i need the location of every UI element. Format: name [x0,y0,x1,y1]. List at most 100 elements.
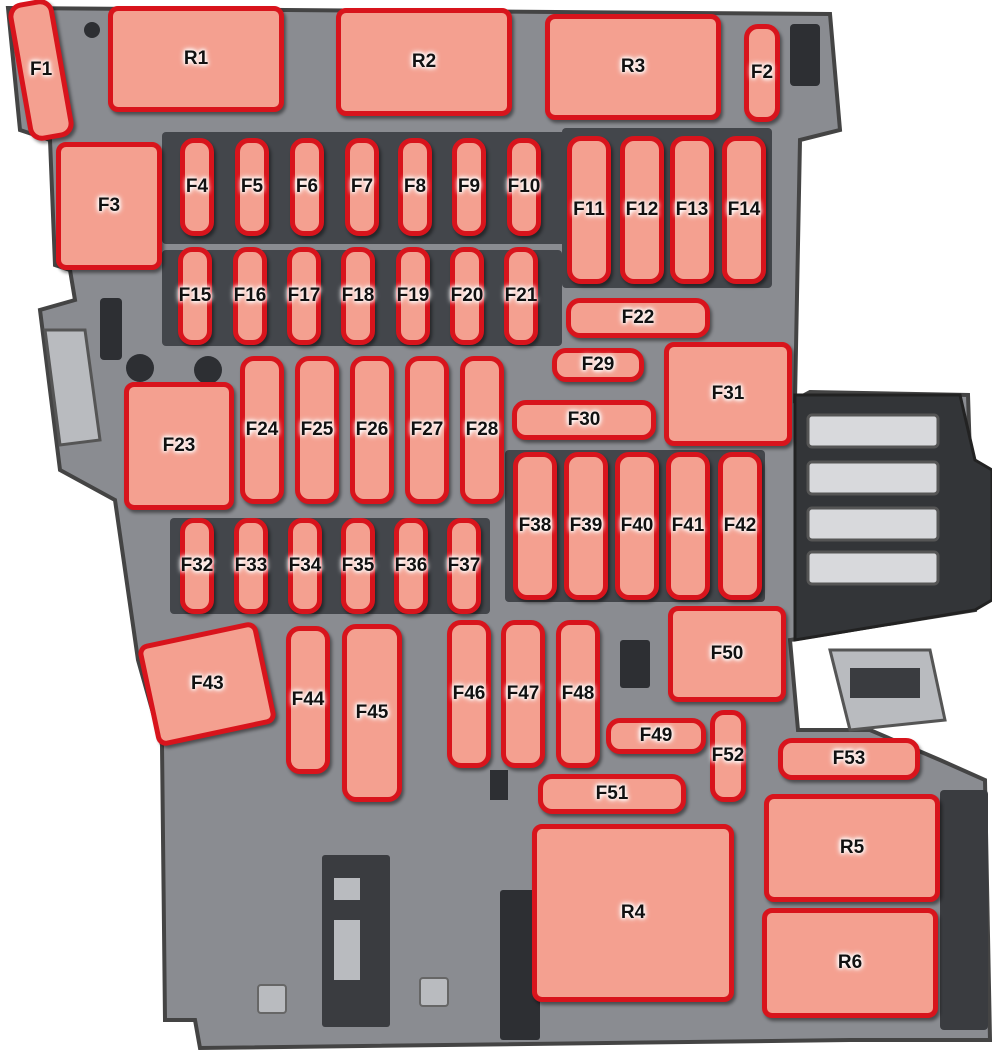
fuse-label: F36 [394,555,428,576]
fuse-label: F48 [561,683,595,704]
fuse-f46: F46 [447,620,491,768]
fuse-label: F7 [350,176,374,197]
relay-r6: R6 [762,908,938,1018]
fuse-f31: F31 [664,342,792,446]
fuse-label: F21 [504,285,538,306]
fuse-f2: F2 [744,24,780,122]
fuse-label: F26 [355,419,389,440]
relay-label: R4 [620,902,646,923]
fuse-label: F10 [507,176,541,197]
fuse-f22: F22 [566,298,710,338]
fuse-f10: F10 [507,138,541,236]
fuse-label: F5 [240,176,264,197]
fuse-f44: F44 [286,626,330,774]
fuse-f13: F13 [670,136,714,284]
relay-label: R6 [837,952,863,973]
fuse-label: F22 [621,307,655,328]
fuse-f6: F6 [290,138,324,236]
fuse-f33: F33 [234,518,268,614]
fuse-f35: F35 [341,518,375,614]
fuse-label: F25 [300,419,334,440]
fuse-f48: F48 [556,620,600,768]
fuse-f23: F23 [124,382,234,510]
relay-r2: R2 [336,8,512,116]
fuse-label: F6 [295,176,319,197]
fuse-label: F42 [723,515,757,536]
fuse-f14: F14 [722,136,766,284]
fuse-label: F12 [625,199,659,220]
fuse-label: F35 [341,555,375,576]
fuse-f30: F30 [512,400,656,440]
fuse-label: F27 [410,419,444,440]
fuse-f32: F32 [180,518,214,614]
fuse-f25: F25 [295,356,339,504]
fuse-f37: F37 [447,518,481,614]
fuse-f18: F18 [341,247,375,345]
fuse-f40: F40 [615,452,659,600]
fuse-label: F2 [750,62,774,83]
fuse-f24: F24 [240,356,284,504]
fuse-f7: F7 [345,138,379,236]
relay-r3: R3 [545,14,721,120]
fuse-label: F52 [711,745,745,766]
fuse-label: F19 [396,285,430,306]
fuse-f11: F11 [567,136,611,284]
relay-label: R5 [839,837,865,858]
fuse-f28: F28 [460,356,504,504]
fuse-f15: F15 [178,247,212,345]
fuse-label: F33 [234,555,268,576]
fuse-label: F18 [341,285,375,306]
fuse-f8: F8 [398,138,432,236]
fuse-label: F28 [465,419,499,440]
fuse-label: F41 [671,515,705,536]
fuse-label: F23 [162,435,196,456]
fuse-f49: F49 [606,718,706,754]
fuse-label: F24 [245,419,279,440]
fuse-f41: F41 [666,452,710,600]
fuse-label: F45 [355,702,389,723]
fuse-label: F16 [233,285,267,306]
fuse-label: F20 [450,285,484,306]
fuse-label: F40 [620,515,654,536]
fuse-label: F11 [573,199,605,220]
fuse-label: F43 [190,673,224,694]
fuse-f3: F3 [56,142,162,270]
fuse-f50: F50 [668,606,786,702]
fuse-label: F14 [727,199,761,220]
fuse-label: F3 [97,195,121,216]
fuse-f5: F5 [235,138,269,236]
fuse-label: F47 [506,683,540,704]
fuse-f34: F34 [288,518,322,614]
fuse-label: F8 [403,176,427,197]
fuse-label: F1 [29,59,53,80]
fuse-label: F32 [180,555,214,576]
fuse-f52: F52 [710,710,746,802]
fuse-f21: F21 [504,247,538,345]
fuse-label: F50 [710,643,744,664]
fuse-label: F15 [178,285,212,306]
fuse-f4: F4 [180,138,214,236]
fuse-label: F13 [675,199,709,220]
fuse-f16: F16 [233,247,267,345]
fuse-label: F38 [518,515,552,536]
fuse-label: F29 [581,354,615,375]
fuse-label: F9 [457,176,481,197]
relay-label: R2 [411,51,437,72]
fuse-f27: F27 [405,356,449,504]
fuse-label: F17 [287,285,321,306]
fuse-f53: F53 [778,738,920,780]
fuse-f38: F38 [513,452,557,600]
fuse-label: F30 [567,409,601,430]
fuse-label: F51 [595,783,629,804]
fuse-label: F46 [452,683,486,704]
fuse-f29: F29 [552,348,644,382]
fuse-label: F53 [832,748,866,769]
fuse-label: F31 [711,383,745,404]
fuse-label: F44 [291,689,325,710]
fuse-f51: F51 [538,774,686,814]
fuse-label: F4 [185,176,209,197]
fuse-label: F39 [569,515,603,536]
fuse-f45: F45 [342,624,402,802]
fuse-label: F37 [447,555,481,576]
fuse-f42: F42 [718,452,762,600]
